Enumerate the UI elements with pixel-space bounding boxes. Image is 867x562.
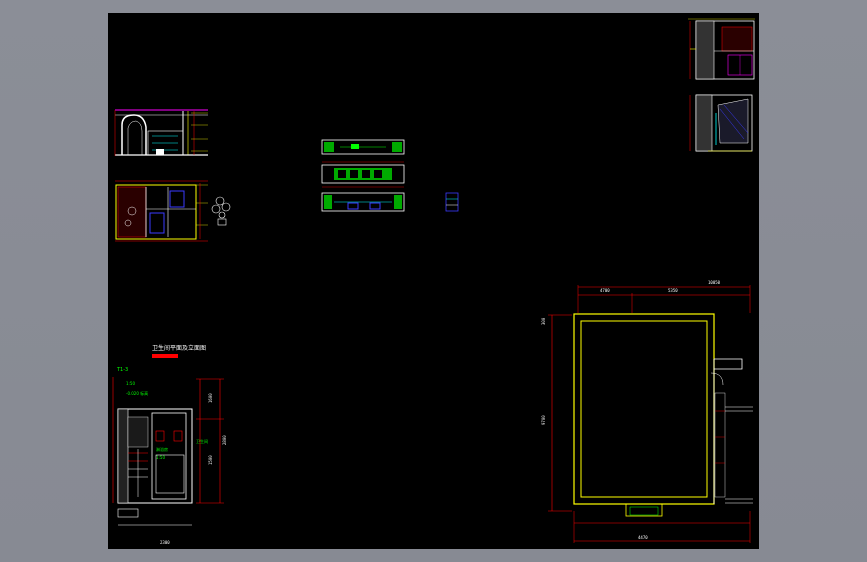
bath-detail: 卫生间平面及立面图 T1-3 1:50 -0.020 标高 淋浴房 1:50 卫… <box>112 344 227 545</box>
dim-left-top: 300 <box>541 317 546 325</box>
bath-label-f: 卫生间 <box>196 438 208 444</box>
bath-dim-right-3: 1500 <box>208 455 213 465</box>
bath-dim-right-2: 2800 <box>222 435 227 445</box>
bath-label-c: -0.020 标高 <box>126 390 148 396</box>
dim-top-right: 5350 <box>668 288 678 293</box>
dim-left-main: 9700 <box>541 415 546 425</box>
cad-canvas[interactable]: 10050 4700 5350 300 9700 <box>108 13 759 549</box>
dim-top-left: 4700 <box>600 288 610 293</box>
bath-label-e: 1:50 <box>156 455 165 460</box>
dim-top-overall: 10050 <box>708 280 721 285</box>
bath-title: 卫生间平面及立面图 <box>152 344 206 352</box>
bath-label-a: T1-3 <box>116 367 128 373</box>
bath-dim-right-1: 1600 <box>208 393 213 403</box>
small-floor-plan <box>115 180 231 242</box>
main-floor-plan: 10050 4700 5350 300 9700 <box>541 280 753 543</box>
cabinet-elevations <box>321 139 459 212</box>
bath-dim-bottom: 2300 <box>160 540 170 545</box>
dim-bottom: 4470 <box>638 535 648 540</box>
top-right-details <box>688 18 755 152</box>
bath-label-b: 1:50 <box>126 381 135 386</box>
arch-elevation-detail <box>114 109 208 156</box>
drawing-sheet[interactable]: 10050 4700 5350 300 9700 <box>108 13 759 549</box>
bath-label-d: 淋浴房 <box>156 446 168 452</box>
